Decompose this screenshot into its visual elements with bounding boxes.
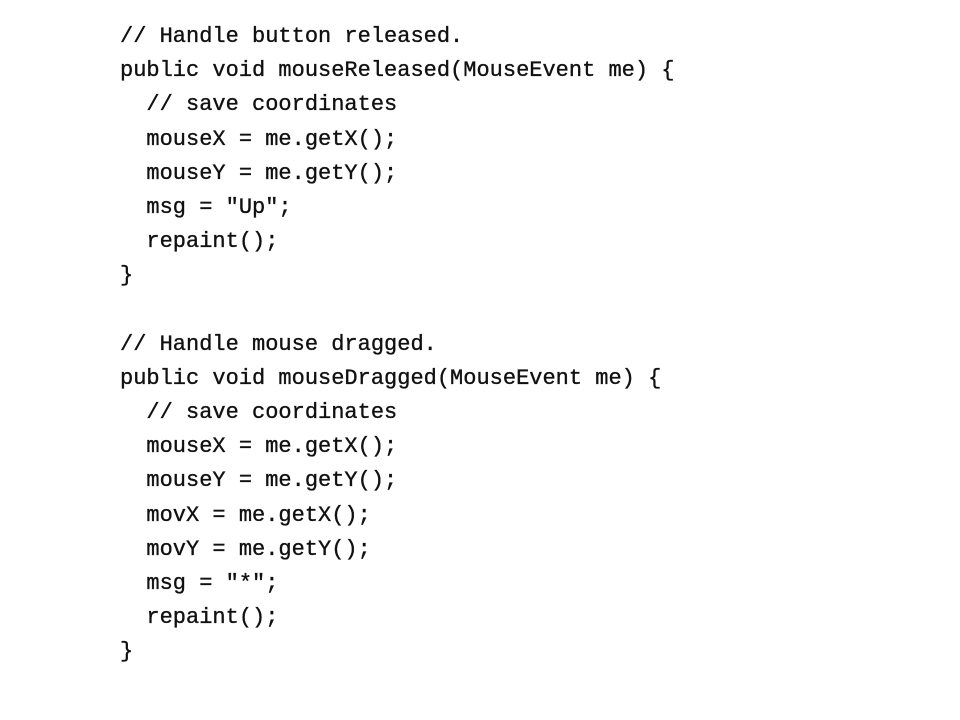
code-line: mouseY = me.getY(); — [120, 160, 398, 186]
code-line: mouseX = me.getX(); — [120, 434, 398, 460]
code-line: msg = "*"; — [120, 571, 279, 596]
code-line: mouseY = me.getY(); — [120, 468, 398, 494]
code-line: // Handle button released. — [120, 24, 464, 49]
code-line: mouseX = me.getX(); — [120, 126, 398, 152]
code-line: repaint(); — [120, 605, 279, 631]
code-line: // Handle mouse dragged. — [120, 331, 437, 357]
code-line: public void mouseDragged(MouseEvent me) … — [120, 365, 662, 391]
code-line: // save coordinates — [120, 92, 398, 118]
code-line: public void mouseReleased(MouseEvent me)… — [120, 58, 675, 84]
code-line — [120, 294, 940, 328]
code-line: movY = me.getY(); — [120, 536, 371, 562]
code-listing: // Handle button released. public void m… — [120, 20, 940, 670]
code-line: movX = me.getX(); — [120, 502, 371, 528]
code-line: repaint(); — [120, 229, 279, 255]
code-line: } — [120, 639, 134, 665]
code-line: } — [120, 263, 134, 289]
code-line: msg = "Up"; — [120, 194, 292, 220]
code-line: // save coordinates — [120, 400, 398, 426]
